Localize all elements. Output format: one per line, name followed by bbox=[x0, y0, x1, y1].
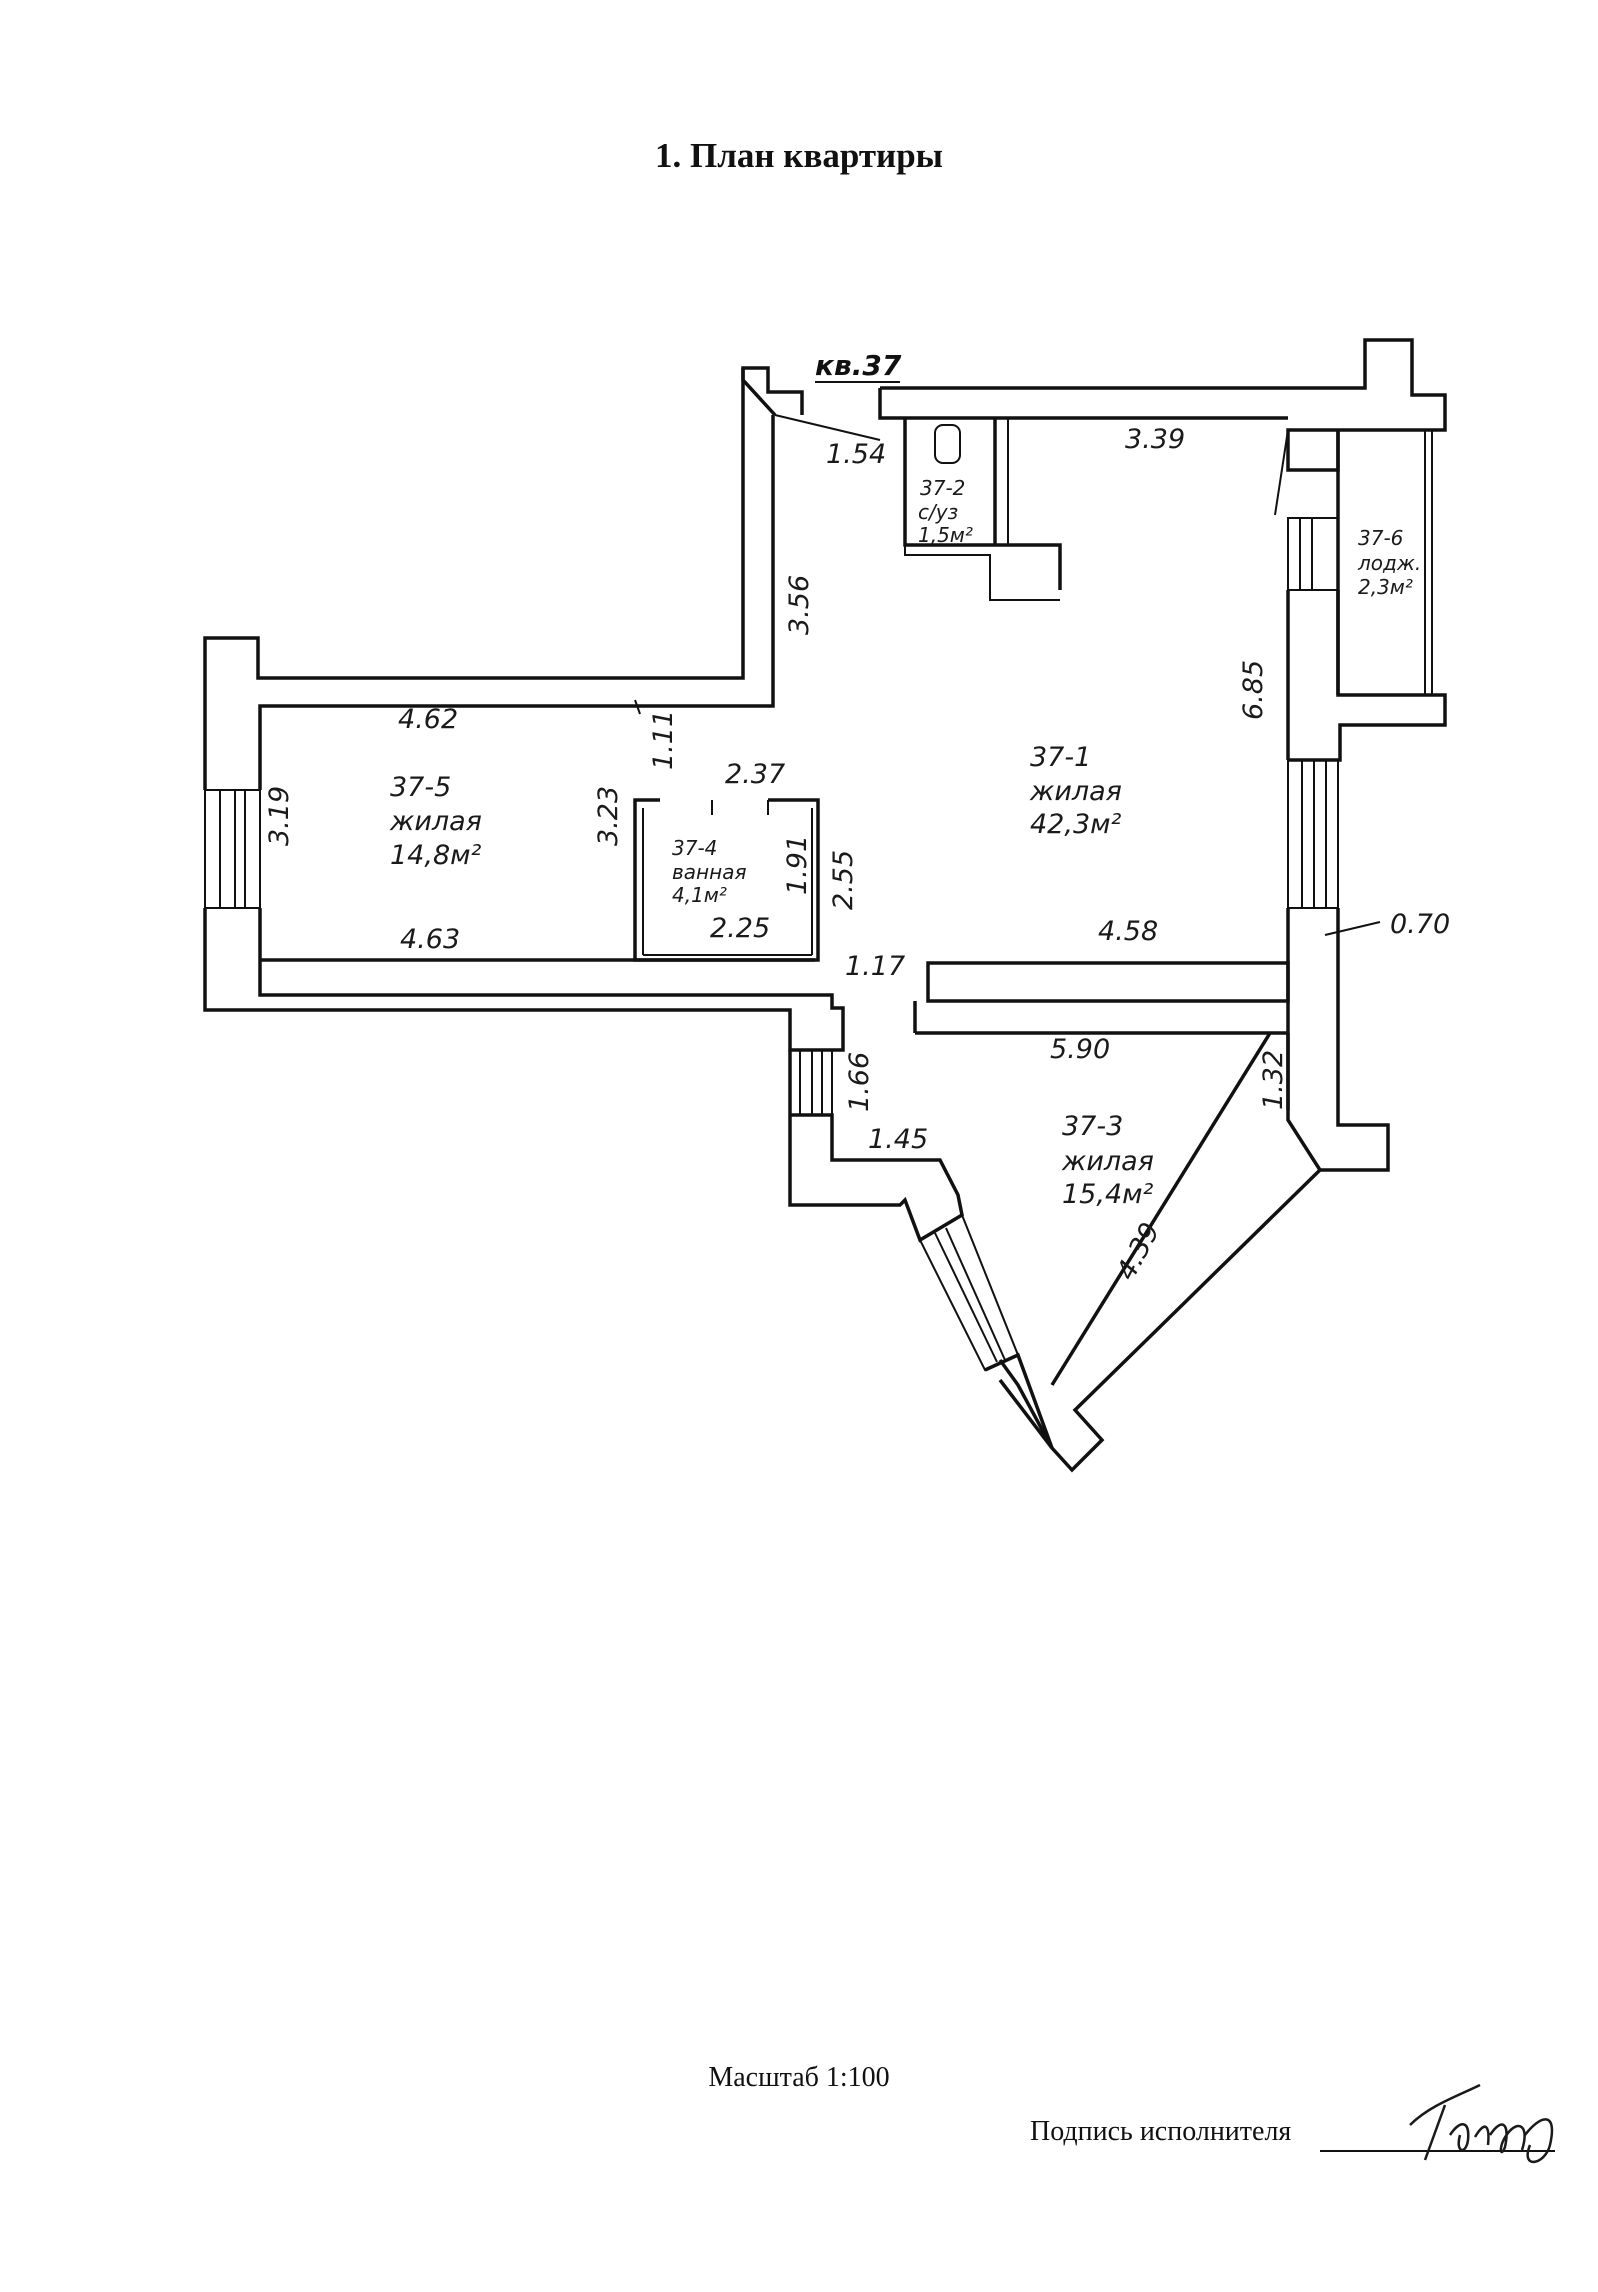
room-37-3-area: 15,4м² bbox=[1062, 1179, 1153, 1210]
dimensions: 1.54 3.39 3.56 6.85 4.62 1.11 2.37 3.23 … bbox=[264, 424, 1450, 1285]
dim-2-55: 2.55 bbox=[828, 850, 859, 910]
walls bbox=[203, 338, 1447, 1473]
room-37-3-type: жилая bbox=[1061, 1146, 1154, 1177]
dim-1-45: 1.45 bbox=[868, 1124, 928, 1155]
room-wc bbox=[903, 418, 1062, 601]
room-labels: 37-1 жилая 42,3м² 37-2 с/уз 1,5м² 37-3 ж… bbox=[389, 476, 1421, 1210]
room-37-1-id: 37-1 bbox=[1030, 742, 1091, 773]
wall-upper-left bbox=[203, 368, 745, 790]
wall-inner-left bbox=[258, 415, 775, 790]
wall-partition bbox=[926, 961, 1290, 1003]
room-37-6-id: 37-6 bbox=[1358, 526, 1403, 550]
dim-4-39: 4.39 bbox=[1111, 1218, 1167, 1286]
room-37-4-id: 37-4 bbox=[672, 836, 717, 860]
wall-top bbox=[880, 338, 1447, 472]
apartment-label: кв.37 bbox=[815, 349, 902, 382]
dim-6-85: 6.85 bbox=[1238, 660, 1269, 720]
dim-1-66: 1.66 bbox=[844, 1052, 875, 1112]
dim-3-19: 3.19 bbox=[264, 786, 295, 846]
scale-label: Масштаб 1:100 bbox=[708, 2062, 890, 2093]
wall-right-lower bbox=[998, 908, 1390, 1473]
room-37-1-type: жилая bbox=[1029, 776, 1122, 807]
room-37-2-id: 37-2 bbox=[920, 476, 965, 500]
signature-label: Подпись исполнителя bbox=[1030, 2116, 1292, 2147]
dim-1-54: 1.54 bbox=[826, 439, 886, 470]
dim-3-23: 3.23 bbox=[593, 786, 624, 846]
room-37-5-id: 37-5 bbox=[390, 772, 451, 803]
wall-entry-left bbox=[741, 366, 804, 417]
dim-4-58: 4.58 bbox=[1098, 916, 1158, 947]
room-37-4-type: ванная bbox=[672, 860, 746, 884]
dim-1-91: 1.91 bbox=[782, 835, 813, 895]
dim-1-32: 1.32 bbox=[1258, 1050, 1289, 1110]
room-bathroom bbox=[633, 798, 820, 962]
page-title: 1. План квартиры bbox=[655, 136, 943, 175]
window-left bbox=[204, 789, 261, 909]
signature-line bbox=[1320, 2150, 1555, 2152]
room-37-5-type: жилая bbox=[389, 806, 482, 837]
room-37-6-area: 2,3м² bbox=[1358, 575, 1413, 599]
dim-2-25: 2.25 bbox=[710, 913, 770, 944]
window-bay bbox=[918, 1213, 1020, 1372]
wall-lower-left bbox=[203, 908, 845, 1052]
dim-4-63: 4.63 bbox=[400, 924, 460, 955]
dim-3-39: 3.39 bbox=[1125, 424, 1185, 455]
dim-2-37: 2.37 bbox=[725, 759, 785, 790]
dim-4-62: 4.62 bbox=[398, 704, 458, 735]
room-37-2-area: 1,5м² bbox=[918, 523, 973, 547]
dim-0-70: 0.70 bbox=[1390, 909, 1450, 940]
toilet-icon bbox=[934, 424, 961, 464]
dim-1-11: 1.11 bbox=[648, 710, 679, 770]
dim-1-17: 1.17 bbox=[845, 951, 905, 982]
room-37-1-area: 42,3м² bbox=[1030, 809, 1121, 840]
dim-3-56: 3.56 bbox=[784, 575, 815, 635]
signature bbox=[1409, 2083, 1554, 2164]
room-37-4-area: 4,1м² bbox=[672, 883, 727, 907]
room-37-6-type: лодж. bbox=[1357, 551, 1421, 575]
room-37-2-type: с/уз bbox=[918, 500, 958, 524]
wall-top-inner bbox=[878, 388, 1288, 420]
room-37-3-id: 37-3 bbox=[1062, 1111, 1123, 1142]
room-37-5-area: 14,8м² bbox=[390, 840, 481, 871]
dim-5-90: 5.90 bbox=[1050, 1034, 1110, 1065]
